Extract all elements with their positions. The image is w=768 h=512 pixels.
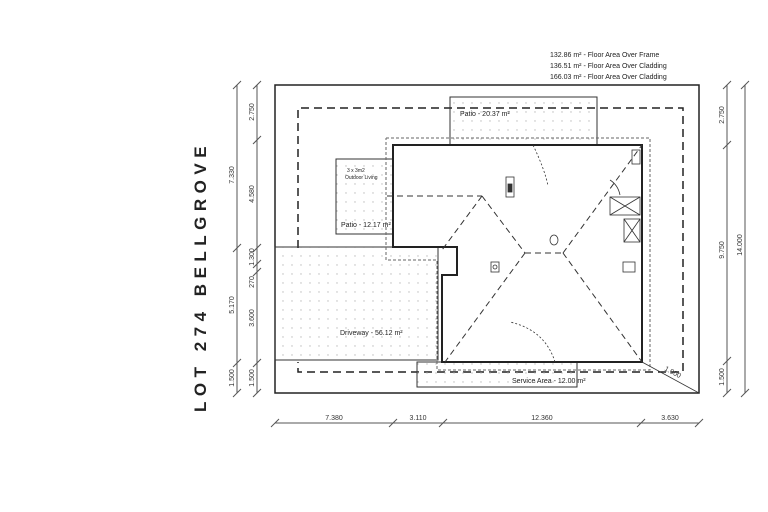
patio-side-label: Patio - 12.17 m² <box>341 222 391 229</box>
dim-left-inner-2: 4.580 <box>249 185 256 203</box>
setback-line <box>297 107 684 373</box>
service-area <box>416 361 578 388</box>
dim-left-outer-3: 1.500 <box>229 369 236 387</box>
dimension-left-inner: 2.750 4.580 1.300 270 3.600 1.500 <box>249 80 262 398</box>
area-note-cladding-2: 166.03 m² - Floor Area Over Cladding <box>550 74 667 81</box>
dim-right-inner-1: 2.750 <box>719 106 726 124</box>
laundry-tub-icon <box>622 261 636 273</box>
driveway-label: Driveway - 56.12 m² <box>340 330 403 337</box>
patio-rear-label: Patio - 20.37 m² <box>460 111 510 118</box>
patio-side <box>335 158 394 235</box>
corner-offset-label: 1.000 <box>663 366 682 380</box>
service-area-label: Service Area - 12.00 m² <box>512 378 586 385</box>
dimension-right-inner: 2.750 9.750 1.500 <box>719 80 732 398</box>
dim-right-inner-3: 1.500 <box>719 368 726 386</box>
roof-hip-lines <box>387 144 643 363</box>
fireplace-icon <box>505 176 515 198</box>
dim-bottom-4: 3.630 <box>661 415 679 422</box>
dim-left-inner-3: 1.300 <box>249 248 256 266</box>
area-note-frame: 132.86 m² - Floor Area Over Frame <box>550 52 659 59</box>
driveway <box>274 246 439 361</box>
patio-rear <box>449 96 598 146</box>
lot-boundary <box>274 84 700 394</box>
area-note-cladding-1: 136.51 m² - Floor Area Over Cladding <box>550 63 667 70</box>
shower-icon <box>609 196 641 216</box>
house-outline <box>392 144 643 363</box>
shower-icon-2 <box>623 218 641 243</box>
dimension-bottom: 7.380 3.110 12.360 3.630 <box>270 415 704 428</box>
dimension-right-outer: 14.000 <box>737 80 750 398</box>
dim-left-inner-1: 2.750 <box>249 103 256 121</box>
dimension-left-outer: 7.330 5.170 1.500 <box>229 80 242 398</box>
smoke-alarm-icon <box>549 234 559 246</box>
outdoor-living-label-2: Outdoor Living <box>345 175 378 181</box>
dim-bottom-2: 3.110 <box>410 415 427 422</box>
door-swing-icon <box>532 144 549 187</box>
dim-left-inner-6: 1.500 <box>249 369 256 387</box>
dim-bottom-3: 12.360 <box>531 415 553 422</box>
fixtures <box>490 144 641 363</box>
outdoor-living-label-1: 3 x 3m2 <box>347 168 365 174</box>
sink-icon <box>490 261 500 273</box>
dim-right-outer-1: 14.000 <box>737 234 744 256</box>
corner-offset-line <box>641 361 700 394</box>
dim-left-inner-4: 270 <box>249 276 256 288</box>
dim-left-outer-2: 5.170 <box>229 296 236 314</box>
eaves-line <box>385 137 651 371</box>
dim-bottom-1: 7.380 <box>325 415 343 422</box>
lot-title: LOT 274 BELLGROVE <box>191 141 210 412</box>
dim-left-inner-5: 3.600 <box>249 309 256 327</box>
dim-left-outer-1: 7.330 <box>229 166 236 184</box>
toilet-icon <box>631 149 641 165</box>
dim-right-inner-2: 9.750 <box>719 241 726 259</box>
